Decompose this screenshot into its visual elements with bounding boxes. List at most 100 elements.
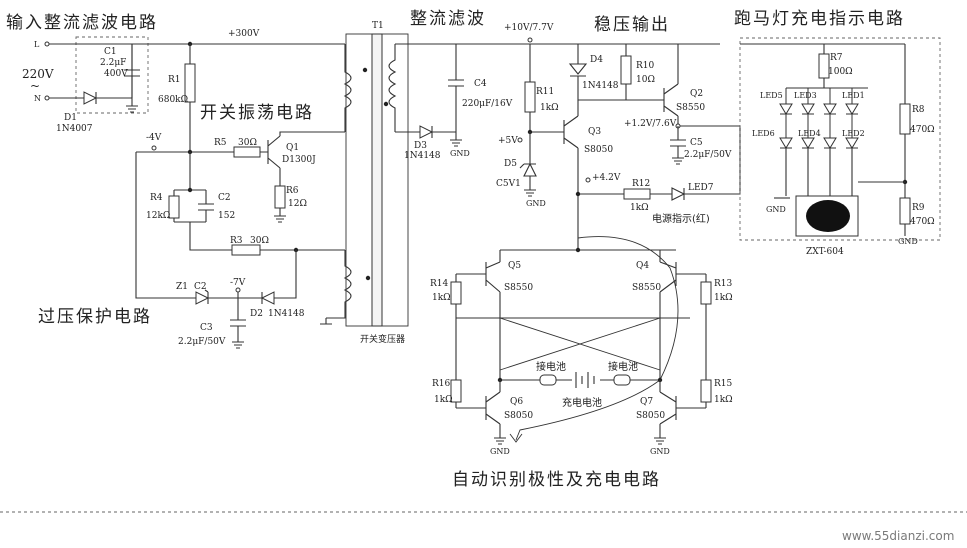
label-batt-right: 接电池 [608, 360, 638, 373]
c5-label: C5 [690, 138, 703, 148]
d2-diode [260, 291, 275, 305]
c1-voltage: 400V [104, 69, 128, 79]
led6-diode [779, 114, 793, 149]
z1-label: Z1 [176, 282, 188, 292]
d4-label: D4 [590, 55, 603, 65]
led7-label: LED7 [688, 183, 714, 193]
r6-ground [274, 208, 286, 223]
r10-value: 10Ω [636, 75, 655, 85]
r7-label: R7 [830, 53, 843, 63]
r12-label: R12 [632, 179, 650, 189]
current-arrow-head [509, 433, 523, 443]
batt-clip-left [539, 374, 557, 386]
r13-resistor [700, 281, 712, 305]
wire-r7 [786, 44, 868, 89]
label-n: N [34, 94, 41, 103]
r8-value: 470Ω [910, 125, 935, 135]
q2-value: S8550 [676, 103, 705, 113]
terminal-42v [585, 177, 591, 183]
c1-ground [126, 105, 138, 113]
node-bridge-top [575, 247, 581, 253]
z1-zener [195, 291, 210, 305]
r1-label: R1 [168, 75, 181, 85]
c4-label: C4 [474, 79, 487, 89]
led6-label: LED6 [752, 129, 775, 138]
battery-symbol [575, 372, 595, 388]
q7-ground [654, 437, 666, 445]
r8-resistor [899, 103, 911, 135]
led-extra-diodes [845, 88, 859, 149]
d3-value: 1N4148 [404, 151, 441, 161]
r16-value: 1kΩ [434, 395, 453, 405]
r10-resistor [620, 55, 632, 85]
r4-label: R4 [150, 193, 163, 203]
q7-gnd: GND [650, 447, 670, 456]
watermark: www.55dianzi.com [842, 529, 954, 543]
c5-capacitor [670, 126, 686, 165]
q6-transistor [455, 318, 501, 438]
q1-value: D1300J [282, 155, 316, 165]
r9-value: 470Ω [910, 217, 935, 227]
led7-diode [650, 126, 741, 201]
r10-label: R10 [636, 61, 655, 71]
q7-label: Q7 [640, 397, 653, 407]
r16-label: R16 [432, 379, 451, 389]
r5-label: R5 [214, 138, 227, 148]
r4-resistor [168, 195, 180, 219]
title-auto-polarity: 自动识别极性及充电电路 [452, 470, 661, 490]
d1-diode [83, 91, 98, 105]
q5-transistor [456, 250, 501, 380]
led1-label: LED1 [842, 91, 865, 100]
label-12v: +1.2V/7.6V [624, 119, 677, 129]
d2-value: 1N4148 [268, 309, 305, 319]
r15-label: R15 [714, 379, 733, 389]
zxt604-label: ZXT-604 [806, 247, 844, 257]
secondary-dot [383, 101, 389, 107]
wire-z1 [204, 289, 262, 304]
primary-dot [362, 67, 368, 73]
t1-label: T1 [372, 21, 384, 31]
led3-label: LED3 [794, 91, 817, 100]
terminal-l [44, 41, 50, 47]
c2-label: C2 [218, 193, 231, 203]
label-charge-battery: 充电电池 [562, 396, 602, 409]
label-l: L [34, 40, 40, 49]
label-neg4v: -4V [146, 133, 162, 143]
d5-label: D5 [504, 159, 517, 169]
led-array [779, 88, 859, 196]
label-power-indicator: 电源指示(红) [652, 212, 710, 225]
c4-capacitor [448, 44, 464, 147]
r15-value: 1kΩ [714, 395, 733, 405]
wire-bridge-sides [455, 274, 707, 319]
c5-value: 2.2μF/50V [684, 150, 732, 160]
q4-transistor [659, 250, 706, 380]
c3-capacitor [230, 292, 246, 349]
ic-gnd: GND [766, 205, 786, 214]
label-42v: +4.2V [592, 173, 621, 183]
r7-value: 100Ω [828, 67, 853, 77]
led5-label: LED5 [760, 91, 783, 100]
r5-resistor [233, 146, 261, 158]
led-to-ic-wires [785, 148, 853, 196]
feedback-winding [326, 250, 352, 319]
current-arrow [515, 236, 679, 441]
r14-resistor [450, 281, 462, 305]
title-input-rectifier: 输入整流滤波电路 [6, 13, 158, 33]
input-dashed-box [75, 36, 149, 114]
led2-label: LED2 [842, 129, 865, 138]
wire-42v [577, 176, 624, 250]
r5-value: 30Ω [238, 138, 257, 148]
q2-transistor [640, 44, 679, 124]
d1-value: 1N4007 [56, 124, 93, 134]
r6-label: R6 [286, 186, 299, 196]
d3-diode [419, 125, 434, 139]
r6-resistor [274, 185, 286, 209]
title-regulator: 稳压输出 [594, 15, 670, 35]
r14-value: 1kΩ [432, 293, 451, 303]
wire-d3-out [431, 126, 456, 138]
transformer-ground [320, 318, 332, 325]
label-5v: +5V [498, 136, 518, 146]
title-rectifier-filter: 整流滤波 [410, 9, 486, 29]
q6-label: Q6 [510, 397, 523, 407]
